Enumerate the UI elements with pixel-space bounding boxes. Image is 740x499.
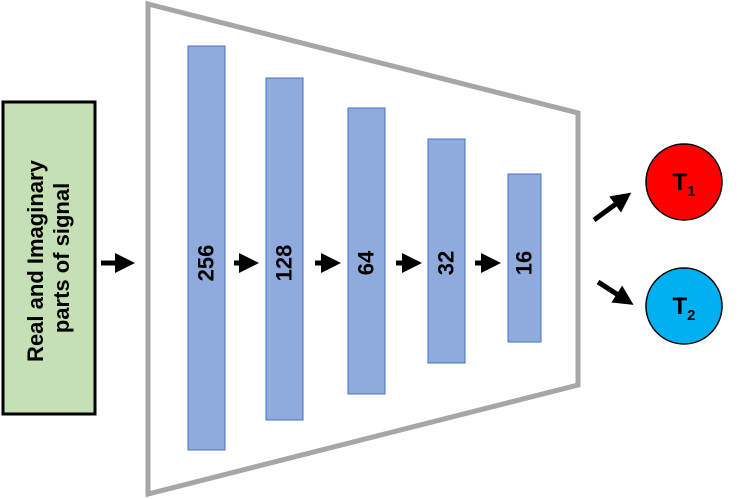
layer-label-32: 32 xyxy=(434,251,459,275)
output-node-t1 xyxy=(645,143,723,221)
input-box xyxy=(1,100,97,416)
output-arrow-t2 xyxy=(596,279,634,305)
layer-bar-64 xyxy=(347,107,386,395)
layer-bar-16 xyxy=(507,173,542,343)
layer-bar-32 xyxy=(427,138,466,364)
output-node-t2 xyxy=(645,267,723,345)
layer-label-16: 16 xyxy=(512,251,537,275)
layer-label-256: 256 xyxy=(194,245,219,282)
layer-label-64: 64 xyxy=(354,250,379,275)
output-label-t2: T2 xyxy=(672,293,695,324)
input-label: Real and Imaginary parts of signal xyxy=(23,154,74,362)
output-arrow-t1 xyxy=(592,192,632,223)
output-label-t1: T1 xyxy=(672,169,695,200)
layer-bar-128 xyxy=(265,77,304,421)
layer-label-128: 128 xyxy=(272,245,297,282)
input-label-line2: parts of signal xyxy=(49,183,74,333)
layer-bar-256 xyxy=(187,45,226,451)
input-label-line1: Real and Imaginary xyxy=(23,159,48,362)
